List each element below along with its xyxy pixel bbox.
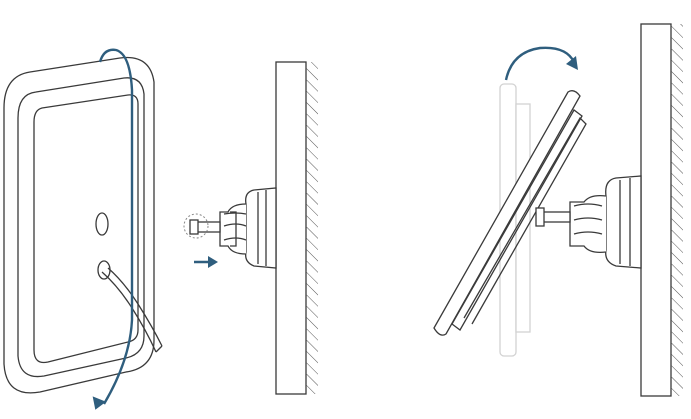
panel-rotate (433, 23, 683, 397)
wall-mount-knob (569, 175, 642, 269)
mount-pin (183, 213, 221, 239)
push-arrow (194, 256, 218, 268)
wall-mount-knob (219, 187, 277, 269)
wall (640, 23, 683, 397)
rotation-arrow (92, 48, 134, 410)
rotation-arrow-curved (504, 46, 578, 81)
wall (275, 61, 318, 395)
panel-insert (3, 48, 318, 410)
mount-pin (535, 207, 571, 227)
device-tilted (433, 90, 587, 336)
